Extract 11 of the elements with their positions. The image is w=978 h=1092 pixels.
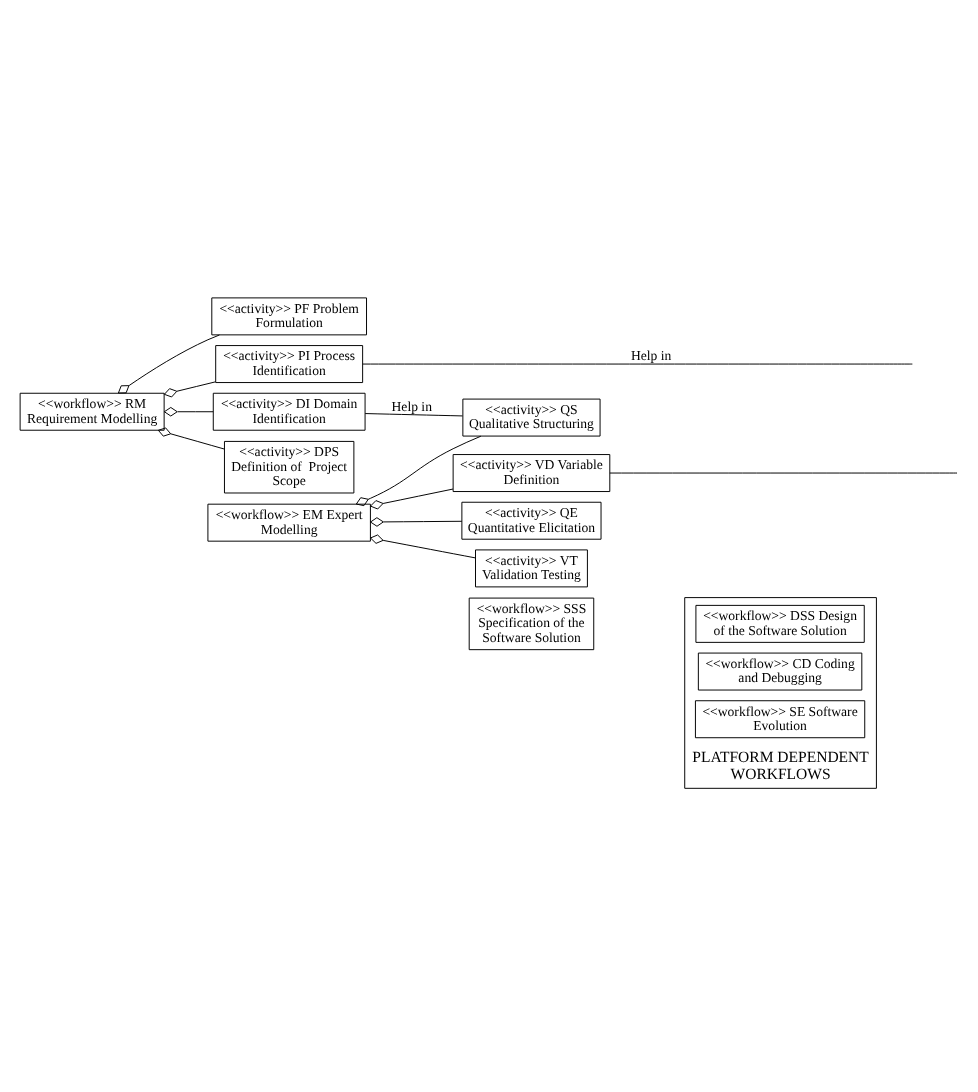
connector [370, 487, 454, 509]
connector [157, 426, 225, 449]
connector [163, 405, 214, 416]
connector [364, 412, 463, 416]
connector [117, 333, 220, 393]
connector [609, 471, 958, 473]
connector [362, 362, 913, 364]
connector [370, 533, 476, 558]
connector [370, 516, 463, 526]
connector [355, 434, 482, 506]
connector [163, 380, 216, 397]
